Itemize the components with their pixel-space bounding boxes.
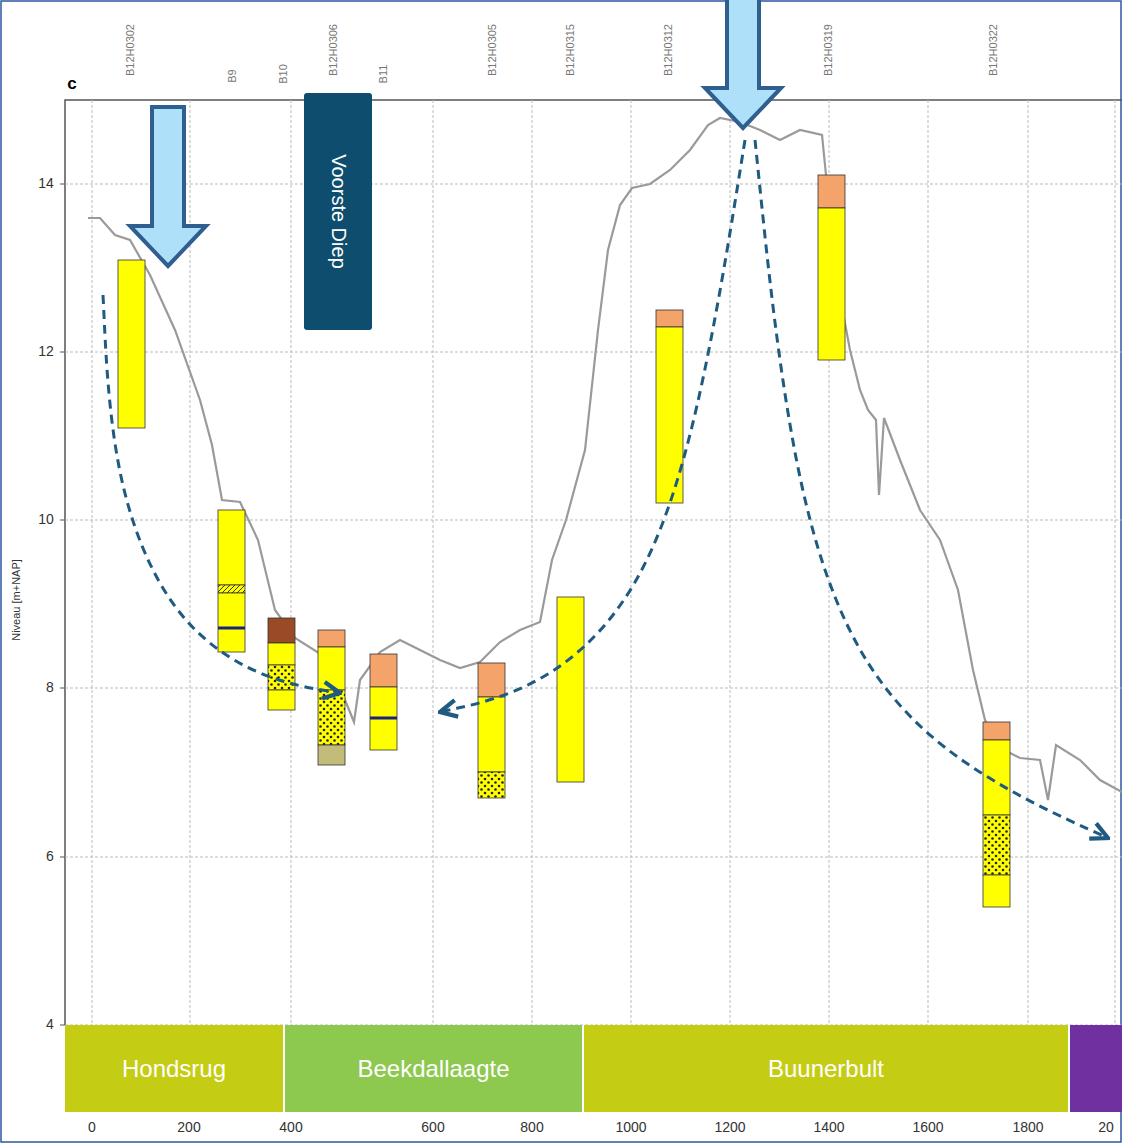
borehole-id: B12H0305 bbox=[486, 24, 498, 76]
borehole-column bbox=[656, 310, 683, 503]
axis-tick: 1200 bbox=[714, 1120, 745, 1135]
unit-band: Beekdallaagte bbox=[285, 1025, 582, 1112]
grid-line bbox=[928, 100, 929, 1025]
borehole-column bbox=[478, 663, 505, 798]
groundwater-flow bbox=[103, 295, 340, 693]
borehole-column bbox=[268, 618, 295, 710]
axis-tick: 6 bbox=[46, 849, 54, 864]
axis-tick: 1600 bbox=[912, 1120, 943, 1135]
band-label: Buunerbult bbox=[768, 1055, 884, 1083]
grid-line bbox=[65, 857, 1122, 858]
borehole-id: B11 bbox=[377, 65, 389, 84]
borehole-id: B12H0319 bbox=[822, 24, 834, 76]
groundwater-flow bbox=[755, 140, 1108, 838]
vertical-label: Voorste Diep bbox=[327, 154, 350, 269]
axis-tick: 1400 bbox=[813, 1120, 844, 1135]
tick bbox=[60, 857, 65, 858]
axis-tick: 800 bbox=[520, 1120, 543, 1135]
grid-line bbox=[532, 100, 533, 1025]
grid-line bbox=[433, 100, 434, 1025]
axis-tick: 1800 bbox=[1012, 1120, 1043, 1135]
borehole-id: B12H0322 bbox=[987, 24, 999, 76]
axis-tick: 600 bbox=[421, 1120, 444, 1135]
tick bbox=[60, 520, 65, 521]
axis-tick: 1000 bbox=[615, 1120, 646, 1135]
borehole-column bbox=[983, 722, 1010, 907]
borehole-id: B10 bbox=[277, 64, 289, 84]
axis-tick: 4 bbox=[46, 1017, 54, 1032]
grid-line bbox=[1028, 100, 1029, 1025]
axis-tick: 14 bbox=[38, 176, 54, 191]
borehole-column bbox=[370, 654, 397, 750]
unit-band bbox=[1070, 1025, 1122, 1112]
tick bbox=[60, 352, 65, 353]
infiltration-arrow bbox=[705, 0, 781, 128]
borehole-id: B12H0306 bbox=[327, 24, 339, 76]
borehole-column bbox=[818, 175, 845, 360]
infiltration-arrow bbox=[130, 107, 206, 266]
grid-line bbox=[65, 688, 1122, 689]
axis-tick: 400 bbox=[279, 1120, 302, 1135]
borehole-id: B12H0315 bbox=[564, 24, 576, 76]
tick bbox=[60, 688, 65, 689]
axis-tick: 200 bbox=[177, 1120, 200, 1135]
plot-frame bbox=[65, 100, 1122, 1025]
borehole-id: B12H0302 bbox=[124, 24, 136, 76]
borehole-column bbox=[118, 260, 145, 428]
grid-line bbox=[730, 100, 731, 1025]
grid-line bbox=[291, 100, 292, 1025]
borehole-id: B9 bbox=[226, 69, 238, 82]
axis-tick: 20 bbox=[1098, 1120, 1114, 1135]
borehole-column bbox=[557, 597, 584, 782]
valley-label-box: Voorste Diep bbox=[304, 93, 372, 330]
grid-line bbox=[65, 352, 1122, 353]
band-label: Beekdallaagte bbox=[357, 1055, 509, 1083]
axis-tick: 10 bbox=[38, 512, 54, 527]
axis-tick: 12 bbox=[38, 344, 54, 359]
grid-line bbox=[65, 184, 1122, 185]
borehole-column bbox=[218, 510, 245, 652]
unit-band: Buunerbult bbox=[584, 1025, 1068, 1112]
unit-band: Hondsrug bbox=[65, 1025, 283, 1112]
panel-letter: c bbox=[67, 75, 76, 94]
grid-line bbox=[631, 100, 632, 1025]
band-label: Hondsrug bbox=[122, 1055, 226, 1083]
groundwater-flow bbox=[440, 140, 745, 712]
borehole-column bbox=[318, 630, 345, 765]
borehole-id: B12H0312 bbox=[662, 24, 674, 76]
axis-tick: 0 bbox=[88, 1120, 96, 1135]
grid-line bbox=[92, 100, 93, 1025]
axis-title: Niveau [m+NAP] bbox=[10, 559, 22, 641]
tick bbox=[60, 184, 65, 185]
axis-tick: 8 bbox=[46, 680, 54, 695]
grid-line bbox=[1115, 100, 1116, 1025]
terrain-profile bbox=[88, 118, 1122, 800]
